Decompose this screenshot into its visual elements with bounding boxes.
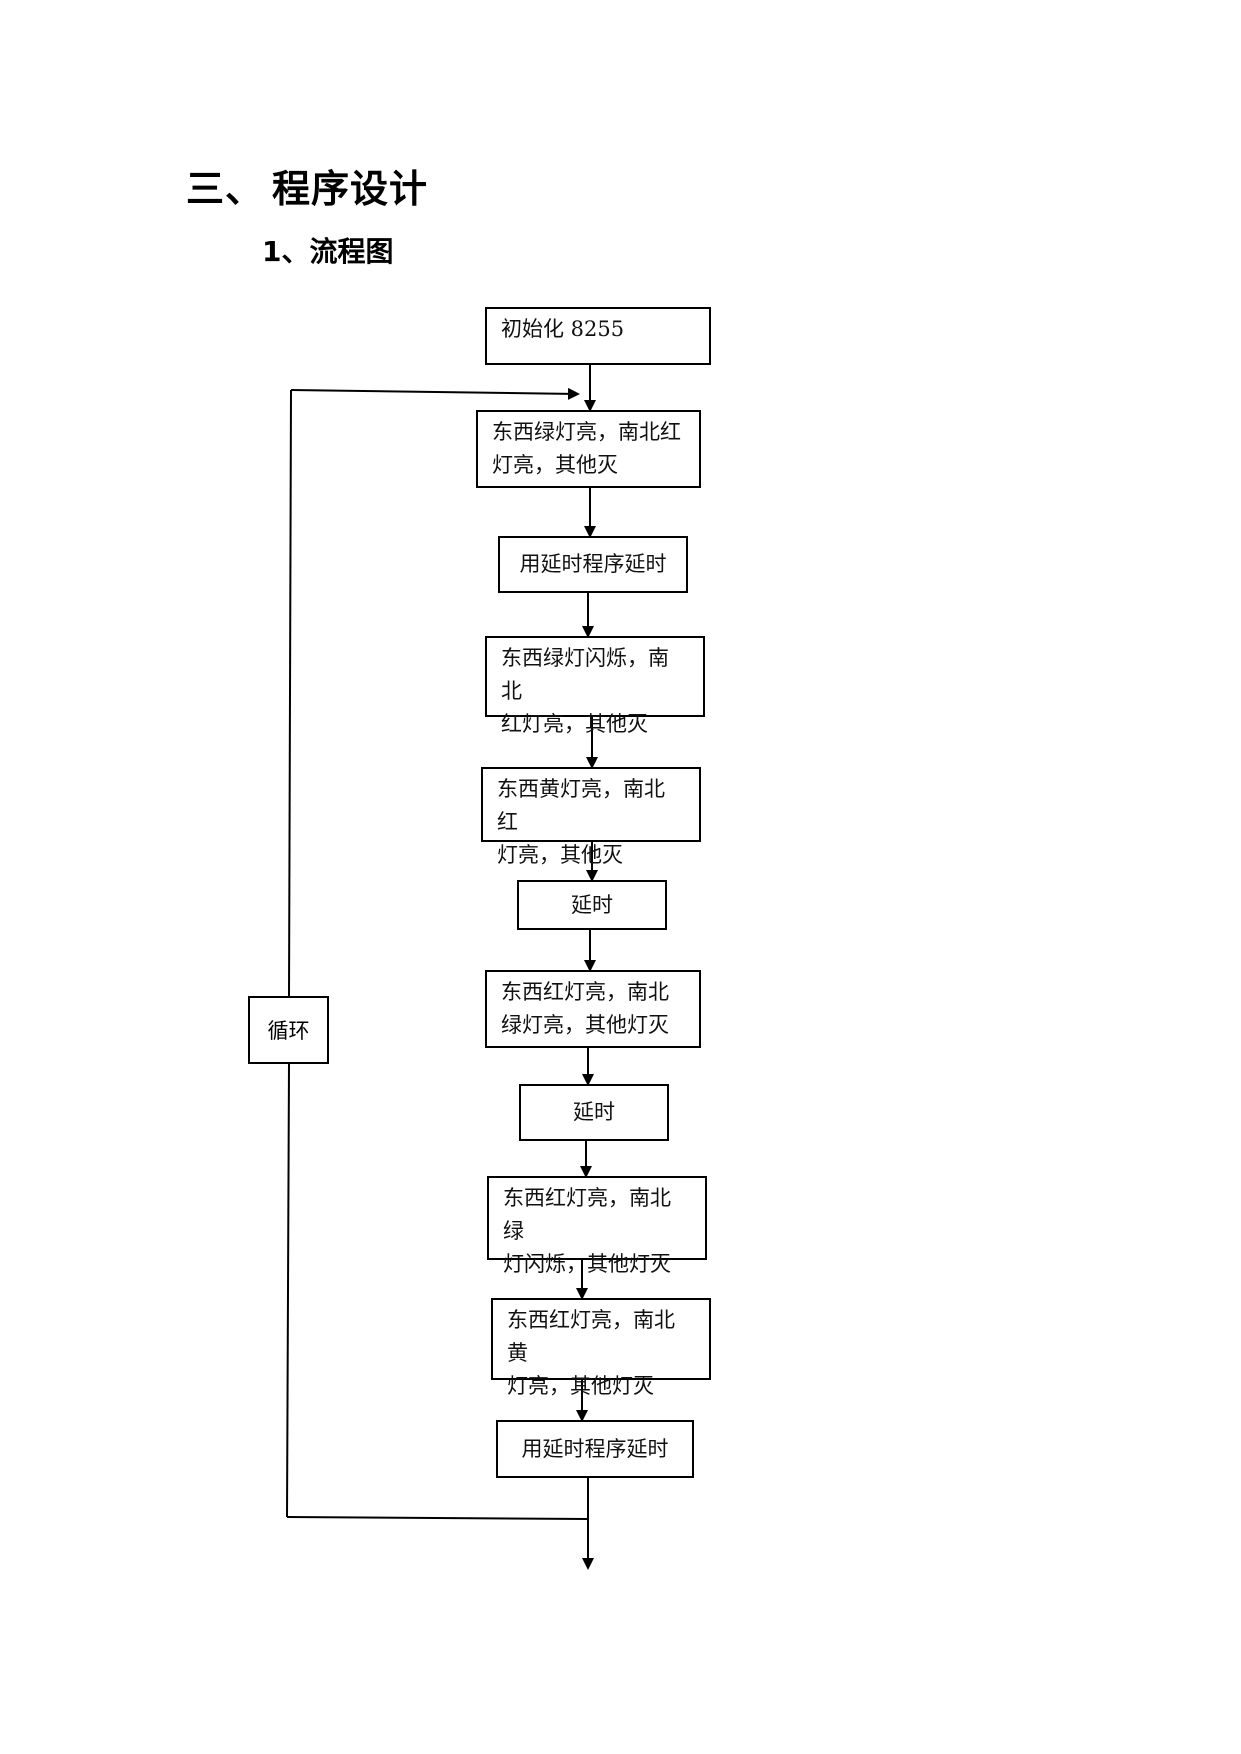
node-ew-green-flash-line-2: 红灯亮，其他灭 bbox=[501, 712, 648, 736]
node-delay-program-2: 用延时程序延时 bbox=[496, 1420, 694, 1478]
loop-left-lower-line bbox=[286, 1063, 290, 1518]
section-heading: 三、程序设计 bbox=[186, 158, 428, 213]
loop-label-box: 循环 bbox=[248, 996, 329, 1064]
node-ns-green-flash: 东西红灯亮，南北绿 灯闪烁，其他灯灭 bbox=[487, 1176, 707, 1276]
node-init: 初始化 8255 bbox=[485, 307, 711, 365]
node-ns-green-on: 东西红灯亮，南北 绿灯亮，其他灯灭 bbox=[485, 970, 701, 1048]
node-delay-1-line-1: 延时 bbox=[571, 892, 613, 917]
section-title: 程序设计 bbox=[272, 167, 429, 211]
node-ns-yellow-on-line-1: 东西红灯亮，南北黄 bbox=[507, 1308, 675, 1365]
loop-label: 循环 bbox=[267, 1019, 310, 1043]
loop-bottom-line bbox=[286, 1516, 589, 1520]
node-ns-green-flash-line-2: 灯闪烁，其他灯灭 bbox=[503, 1252, 671, 1276]
section-number: 三、 bbox=[186, 167, 265, 211]
node-ew-green-on-line-2: 灯亮，其他灭 bbox=[492, 453, 618, 477]
node-delay-2: 延时 bbox=[519, 1084, 669, 1141]
loop-left-upper-line bbox=[288, 389, 292, 997]
node-init-line-1: 初始化 8255 bbox=[501, 317, 625, 341]
node-ns-green-flash-line-1: 东西红灯亮，南北绿 bbox=[503, 1186, 671, 1243]
node-delay-program-1-line-1: 用延时程序延时 bbox=[519, 552, 667, 576]
node-delay-program-1: 用延时程序延时 bbox=[498, 536, 688, 593]
node-ns-green-on-line-1: 东西红灯亮，南北 bbox=[501, 980, 669, 1004]
node-ew-yellow-on: 东西黄灯亮，南北红 灯亮，其他灭 bbox=[481, 767, 701, 867]
node-delay-1: 延时 bbox=[517, 880, 667, 930]
node-delay-program-2-line-1: 用延时程序延时 bbox=[521, 1436, 669, 1461]
subsection-heading: 1、流程图 bbox=[262, 235, 394, 268]
loop-top-arrow bbox=[290, 387, 580, 400]
node-ns-green-on-line-2: 绿灯亮，其他灯灭 bbox=[501, 1013, 669, 1037]
node-ns-yellow-on-line-2: 灯亮，其他灯灭 bbox=[507, 1374, 654, 1398]
node-ew-yellow-on-line-1: 东西黄灯亮，南北红 bbox=[497, 777, 665, 834]
node-ew-green-on-line-1: 东西绿灯亮，南北红 bbox=[492, 420, 681, 444]
node-ew-green-flash-line-1: 东西绿灯闪烁，南北 bbox=[501, 646, 669, 703]
node-ns-yellow-on: 东西红灯亮，南北黄 灯亮，其他灯灭 bbox=[491, 1298, 711, 1398]
node-ew-yellow-on-line-2: 灯亮，其他灭 bbox=[497, 843, 623, 867]
node-delay-2-line-1: 延时 bbox=[573, 1100, 615, 1124]
node-ew-green-flash: 东西绿灯闪烁，南北 红灯亮，其他灭 bbox=[485, 636, 705, 736]
node-ew-green-on: 东西绿灯亮，南北红 灯亮，其他灭 bbox=[476, 410, 701, 488]
